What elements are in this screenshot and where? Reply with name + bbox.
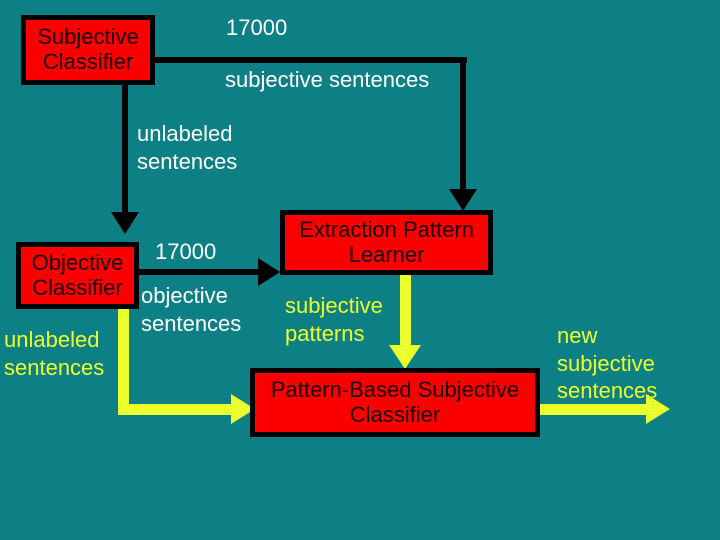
edge-label-unlabeled-sentences-bottom-line2: sentences (4, 354, 105, 380)
edge-label-unlabeled-sentences-bottom-line1: unlabeled (4, 327, 100, 352)
arrowhead-right-icon-output (646, 394, 670, 424)
arrowhead-down-icon-to-objective-classifier (111, 212, 139, 234)
connector-objective-classifier-to-pattern-based-classifier-horizontal (118, 404, 235, 415)
edge-label-objective-sentences-line2: sentences (141, 310, 242, 336)
edge-label-unlabeled-sentences-top: unlabeled sentences (137, 120, 237, 175)
edge-label-unlabeled-sentences-bottom: unlabeled sentences (4, 326, 104, 381)
node-subjective-classifier-line1: Subjective (37, 24, 139, 50)
connector-subjective-classifier-to-objective-classifier (122, 83, 128, 213)
connector-subjective-classifier-to-extraction-pattern-learner-vertical (460, 57, 466, 192)
node-pattern-based-subjective-classifier-line1: Pattern-Based Subjective (270, 376, 520, 402)
edge-label-unlabeled-sentences-top-line2: sentences (137, 148, 238, 174)
arrowhead-down-icon-to-pattern-based-classifier (389, 345, 421, 369)
edge-label-subjective-patterns-line1: subjective (285, 293, 383, 318)
edge-label-new-subjective-sentences-line3: sentences (557, 378, 658, 403)
edge-label-subjective-sentences: subjective sentences (225, 67, 430, 92)
connector-subjective-classifier-to-extraction-pattern-learner-horizontal (152, 57, 467, 63)
connector-extraction-pattern-learner-to-pattern-based-classifier (400, 272, 411, 348)
edge-label-objective-sentences: objective sentences (141, 282, 241, 337)
node-pattern-based-subjective-classifier-line2: Classifier (349, 401, 441, 427)
edge-label-new-subjective-sentences: new subjective sentences (557, 322, 657, 405)
node-objective-classifier-line1: Objective (31, 249, 124, 275)
arrowhead-down-icon-to-extraction-pattern-learner (449, 189, 477, 211)
edge-label-objective-sentences-line1: objective (141, 283, 228, 308)
edge-label-new-subjective-sentences-line1: new (557, 323, 598, 348)
edge-label-subjective-patterns-line2: patterns (285, 320, 365, 346)
node-subjective-classifier-line2: Classifier (42, 49, 134, 74)
arrowhead-right-icon-to-extraction-pattern-learner (258, 258, 280, 286)
edge-label-count-top: 17000 (226, 15, 288, 40)
connector-objective-classifier-to-extraction-pattern-learner (136, 269, 264, 275)
node-extraction-pattern-learner-line1: Extraction Pattern (299, 216, 474, 242)
node-extraction-pattern-learner-line2: Learner (348, 241, 425, 267)
connector-objective-classifier-to-pattern-based-classifier-vertical (118, 305, 129, 415)
edge-label-count-mid: 17000 (155, 239, 217, 264)
connector-pattern-based-classifier-output (538, 404, 650, 415)
node-objective-classifier-line2: Classifier (32, 274, 123, 300)
edge-label-subjective-patterns: subjective patterns (285, 292, 383, 347)
edge-label-new-subjective-sentences-line2: subjective (557, 350, 655, 376)
edge-label-unlabeled-sentences-top-line1: unlabeled (137, 121, 233, 146)
